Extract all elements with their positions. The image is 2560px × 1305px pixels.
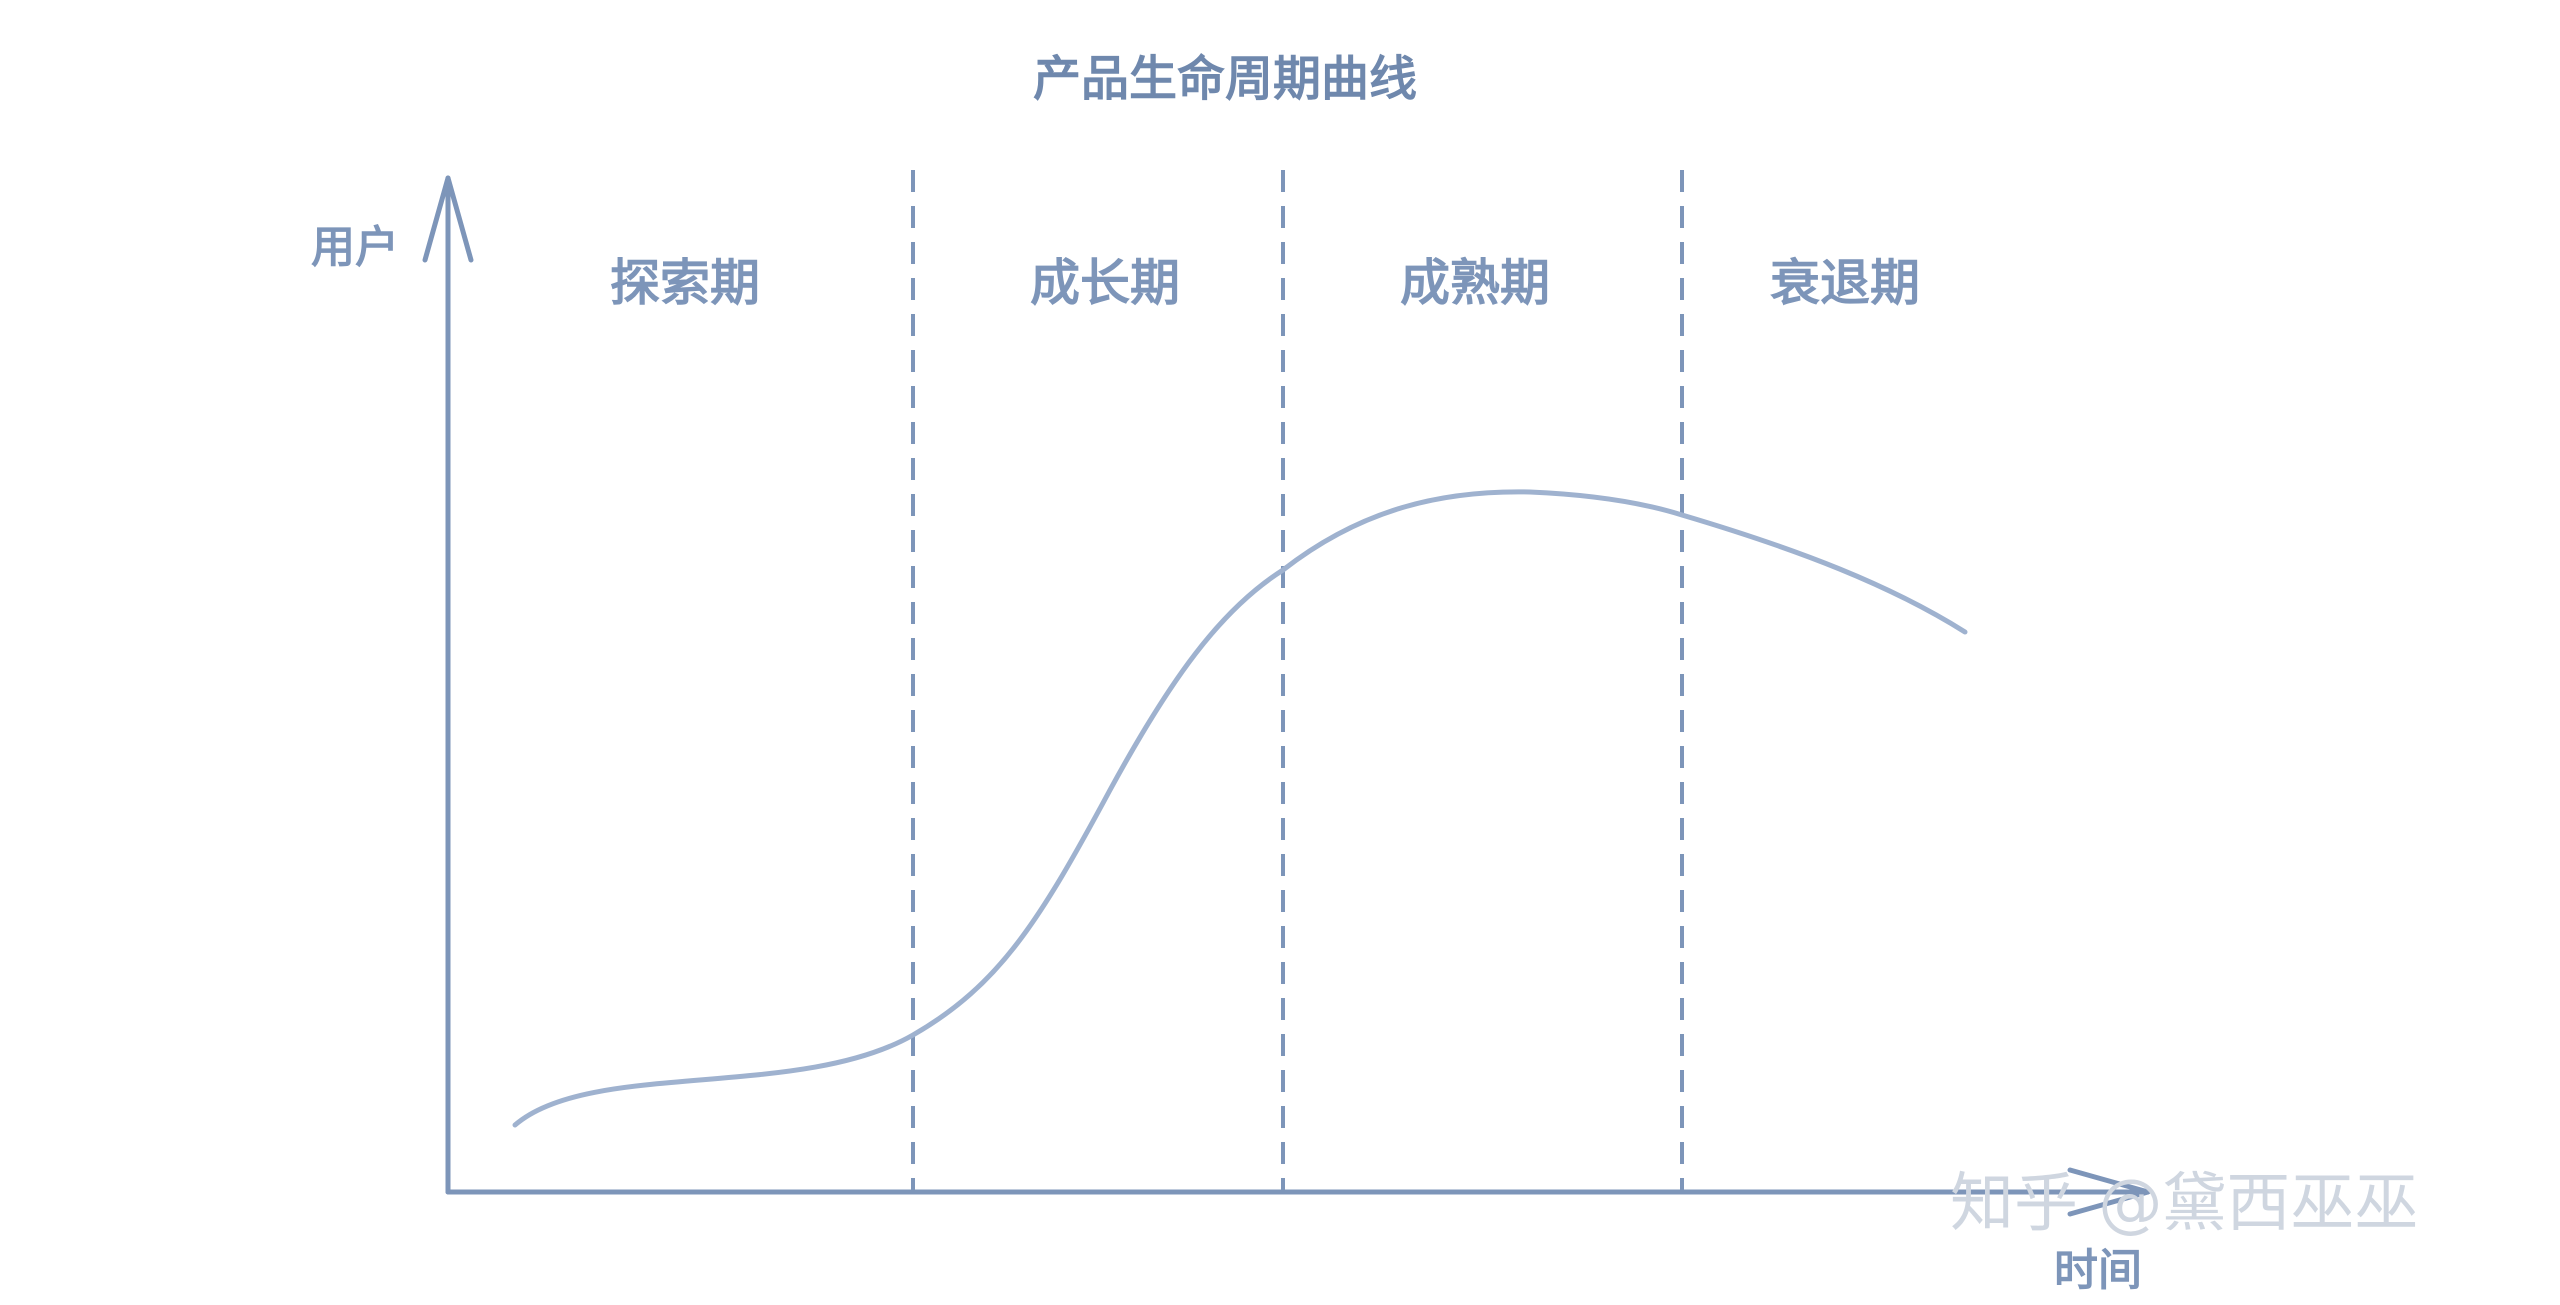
x-axis-label: 时间 [2054,1245,2142,1296]
phase-label-growth: 成长期 [1030,254,1180,312]
watermark-text: 知乎 @黛西巫巫 [1950,1167,2418,1241]
lifecycle-curve [512,489,1968,1128]
x-axis-arrow-icon [2067,1167,2151,1217]
diagram-title: 产品生命周期曲线 [1033,51,1417,107]
y-axis-arrow-icon [422,175,474,263]
phase-label-maturity: 成熟期 [1400,254,1550,312]
phase-label-decline: 衰退期 [1770,254,1920,312]
phase-label-exploration: 探索期 [610,254,760,312]
y-axis-label: 用户 [311,222,399,273]
